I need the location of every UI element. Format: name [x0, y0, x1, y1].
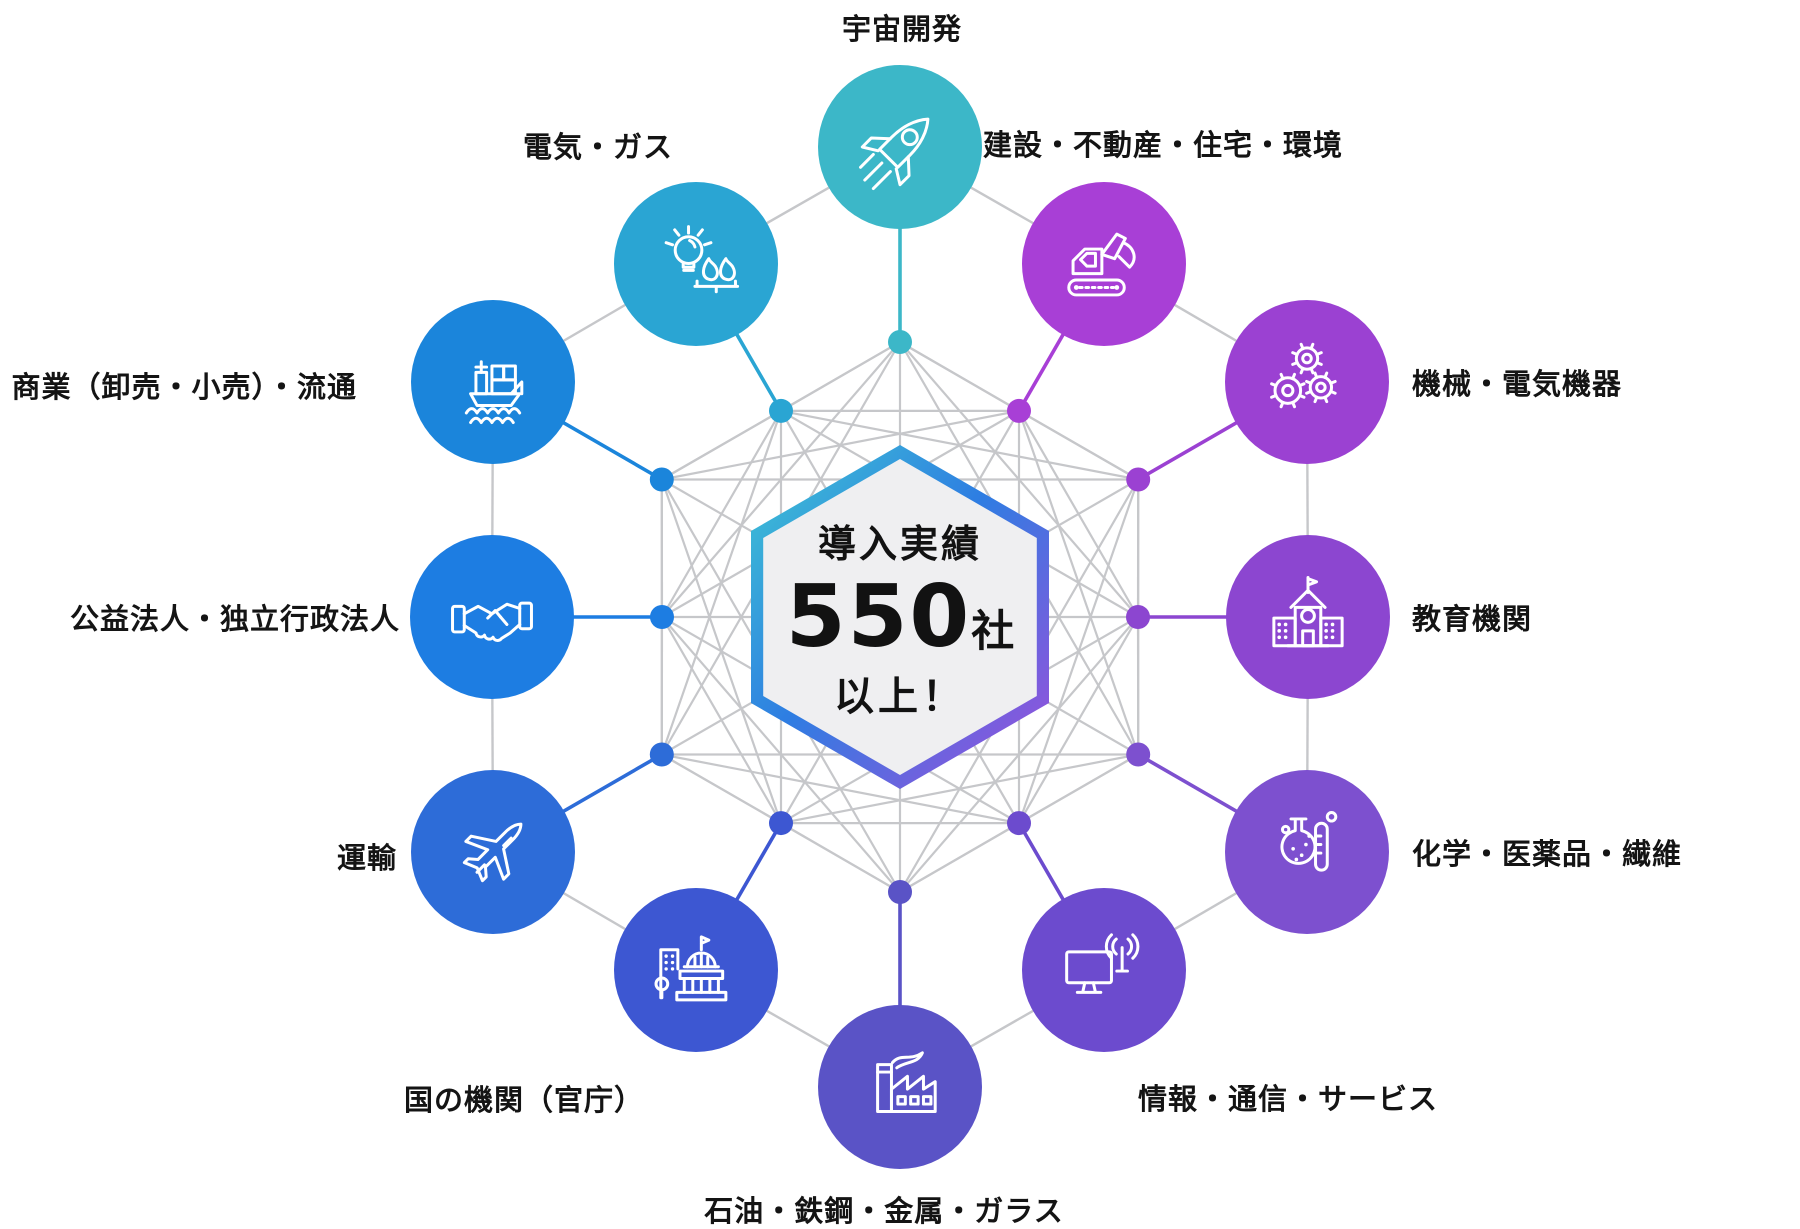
connector-dot: [649, 467, 674, 492]
connector-dot: [1007, 398, 1031, 423]
connector-dot: [1126, 605, 1150, 629]
node-construction: [1022, 181, 1186, 346]
connector-dot: [769, 811, 793, 836]
label-chemistry: 化学・医薬品・繊維: [1412, 837, 1683, 871]
badge-more-label: 以上！: [834, 673, 966, 720]
label-public-corp: 公益法人・独立行政法人: [69, 602, 400, 636]
government-building-icon: [648, 922, 744, 1018]
lightbulb-gas-icon: [648, 216, 744, 312]
gears-icon: [1259, 334, 1355, 430]
label-materials: 石油・鉄鋼・金属・ガラス: [704, 1194, 1064, 1228]
connector-dot: [1007, 811, 1031, 836]
hexagon-shape: [751, 445, 1049, 789]
node-government: [614, 888, 778, 1053]
node-transport: [410, 770, 575, 934]
school-icon: [1260, 569, 1356, 665]
label-education: 教育機関: [1412, 602, 1533, 636]
excavator-icon: [1056, 216, 1152, 312]
airplane-icon: [445, 804, 541, 900]
badge-number-row: 550 社: [786, 574, 1015, 660]
label-government: 国の機関（官庁）: [403, 1083, 645, 1118]
label-construction: 建設・不動産・住宅・環境: [982, 127, 1344, 162]
factory-icon: [852, 1039, 948, 1135]
ship-icon: [445, 334, 541, 430]
badge-number: 550: [785, 566, 972, 667]
badge-title: 導入実績: [817, 521, 982, 566]
center-hexagon: [715, 433, 1085, 801]
label-commerce: 商業（卸売・小売）・流通: [11, 370, 357, 404]
connector-dot: [888, 330, 912, 354]
connector-dot: [1126, 467, 1151, 492]
connector-dot: [888, 880, 912, 904]
node-public-corp: [410, 535, 574, 699]
connector-dot: [1126, 742, 1151, 767]
node-commerce: [410, 300, 575, 464]
label-machinery: 機械・電気機器: [1412, 367, 1623, 401]
badge-unit: 社: [971, 606, 1015, 657]
node-energy: [614, 181, 778, 346]
node-information: [1022, 888, 1186, 1053]
connector-dot: [649, 742, 674, 767]
node-machinery: [1225, 300, 1390, 464]
monitor-antenna-icon: [1056, 922, 1152, 1018]
label-transport: 運輸: [336, 841, 397, 875]
node-space: [818, 65, 982, 229]
rocket-icon: [852, 99, 948, 195]
node-education: [1226, 535, 1390, 699]
node-chemistry: [1225, 770, 1390, 934]
label-information: 情報・通信・サービス: [1137, 1082, 1439, 1117]
label-space: 宇宙開発: [841, 12, 963, 46]
flask-icon: [1259, 804, 1355, 900]
connector-dot: [769, 398, 793, 423]
handshake-icon: [444, 569, 540, 665]
node-materials: [818, 1005, 982, 1169]
connector-dot: [650, 605, 674, 629]
center-badge: 導入実績 550 社 以上！: [751, 445, 1049, 789]
label-energy: 電気・ガス: [522, 129, 673, 164]
